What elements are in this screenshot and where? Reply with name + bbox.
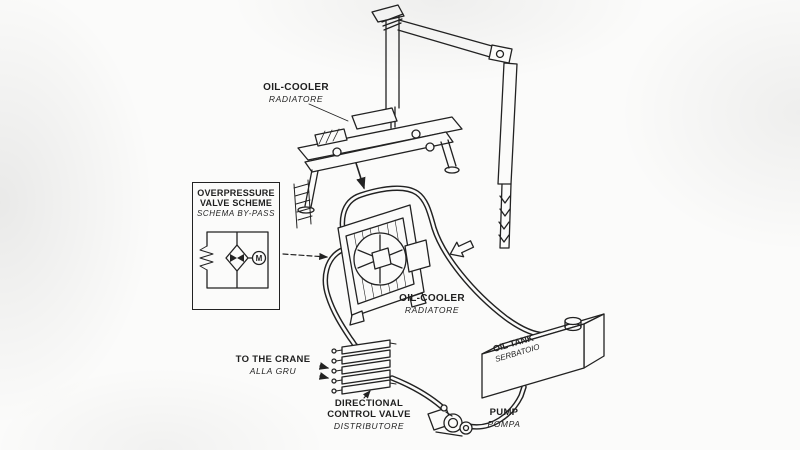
valve-label-leader (362, 390, 371, 399)
fan-motor-block (404, 239, 431, 273)
motor-symbol: M (256, 254, 263, 263)
directional-valve-line2: CONTROL VALVE (327, 408, 411, 420)
overpressure-schematic: M (199, 231, 269, 289)
directional-valve-line3: DISTRIBUTORE (333, 420, 405, 431)
pump-label: PUMP POMPA (478, 407, 530, 430)
to-the-crane-title: TO THE CRANE (235, 354, 311, 365)
hose-valve-to-pump (389, 375, 445, 410)
oil-cooler-mid-subtitle: RADIATORE (404, 304, 460, 315)
oil-cooler-mid-title: OIL-COOLER (399, 293, 465, 304)
directional-valve-label: DIRECTIONAL CONTROL VALVE DISTRIBUTORE (324, 398, 414, 432)
oil-cooler-mid-label: OIL-COOLER RADIATORE (390, 293, 474, 315)
to-the-crane-subtitle: ALLA GRU (249, 365, 297, 376)
cooler-top-leader-line (308, 103, 349, 122)
flow-direction-arrow (449, 240, 475, 258)
directional-valve-line1: DIRECTIONAL (334, 398, 404, 409)
control-valve-drawing (331, 339, 397, 395)
hose-cooler-to-tank (339, 185, 549, 338)
filler-cap (564, 316, 582, 332)
arrow-crane-to-cooler (355, 162, 366, 190)
hydraulic-hoses (322, 185, 549, 430)
bypass-dashed-arrow (282, 252, 329, 261)
overpressure-scheme-box: OVERPRESSURE VALVE SCHEME SCHEMA BY-PASS (192, 182, 280, 310)
oil-cooler-top-label: OIL-COOLER RADIATORE (246, 82, 346, 104)
overpressure-line2: VALVE SCHEME (199, 198, 273, 208)
pump-title: PUMP (489, 407, 519, 418)
oil-cooler-top-subtitle: RADIATORE (268, 93, 324, 104)
radiator-drawing (337, 204, 431, 326)
crane-drawing (293, 4, 518, 249)
crane-port-arrows (318, 362, 330, 380)
overpressure-line1: OVERPRESSURE (197, 188, 275, 198)
spring-icon (199, 245, 214, 271)
oil-cooler-top-title: OIL-COOLER (263, 82, 329, 93)
overpressure-line3: SCHEMA BY-PASS (196, 209, 276, 218)
hose-cooler-to-valve (322, 247, 360, 352)
oil-tank-drawing: OIL TANK SERBATOIO (481, 313, 605, 399)
hose-pump-to-tank (465, 384, 527, 430)
pump-drawing (427, 404, 473, 437)
motor-icon (251, 250, 267, 266)
to-the-crane-label: TO THE CRANE ALLA GRU (228, 354, 318, 377)
pump-subtitle: POMPA (487, 418, 521, 429)
